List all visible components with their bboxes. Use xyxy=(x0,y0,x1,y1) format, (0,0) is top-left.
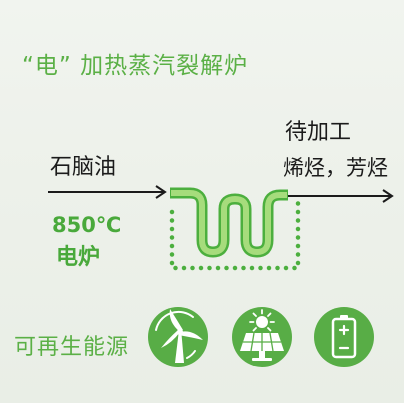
turbine-blade-left xyxy=(161,330,180,348)
solar-panel-icon xyxy=(232,307,292,367)
furnace-label: 电炉 xyxy=(56,245,101,270)
sun-icon xyxy=(256,316,268,328)
product-label-line2: 烯烃，芳烃 xyxy=(283,156,388,180)
page-title: “电” 加热蒸汽裂解炉 xyxy=(22,53,249,79)
feedstock-arrow-head xyxy=(155,185,167,199)
turbine-tower xyxy=(175,334,184,363)
cracking-coil xyxy=(170,187,288,258)
renewable-energy-label: 可再生能源 xyxy=(14,335,130,360)
wind-turbine-icon xyxy=(148,307,208,367)
battery-body xyxy=(331,317,357,359)
feedstock-label: 石脑油 xyxy=(50,155,117,180)
battery-plus-sign xyxy=(338,324,350,336)
solar-panel-base xyxy=(252,358,272,361)
sun-rays xyxy=(249,309,275,332)
turbine-blade-top xyxy=(169,309,183,332)
battery-icon xyxy=(314,307,374,367)
coil-core xyxy=(171,190,287,255)
turbine-hub xyxy=(177,329,183,335)
wind-turbine-icon-circle xyxy=(148,307,208,367)
furnace-box-outline xyxy=(169,197,301,271)
feedstock-arrow xyxy=(48,185,167,199)
solar-panel-grid xyxy=(243,332,281,352)
product-arrow-head xyxy=(382,189,394,203)
battery-icon-circle xyxy=(314,307,374,367)
wind-swoosh-bottom xyxy=(186,350,196,359)
solar-panel-stand xyxy=(259,351,265,358)
turbine-blade-right xyxy=(180,331,203,340)
product-arrow xyxy=(284,189,394,203)
furnace-temperature: 850℃ xyxy=(52,213,122,237)
product-label-line1: 待加工 xyxy=(285,120,352,145)
